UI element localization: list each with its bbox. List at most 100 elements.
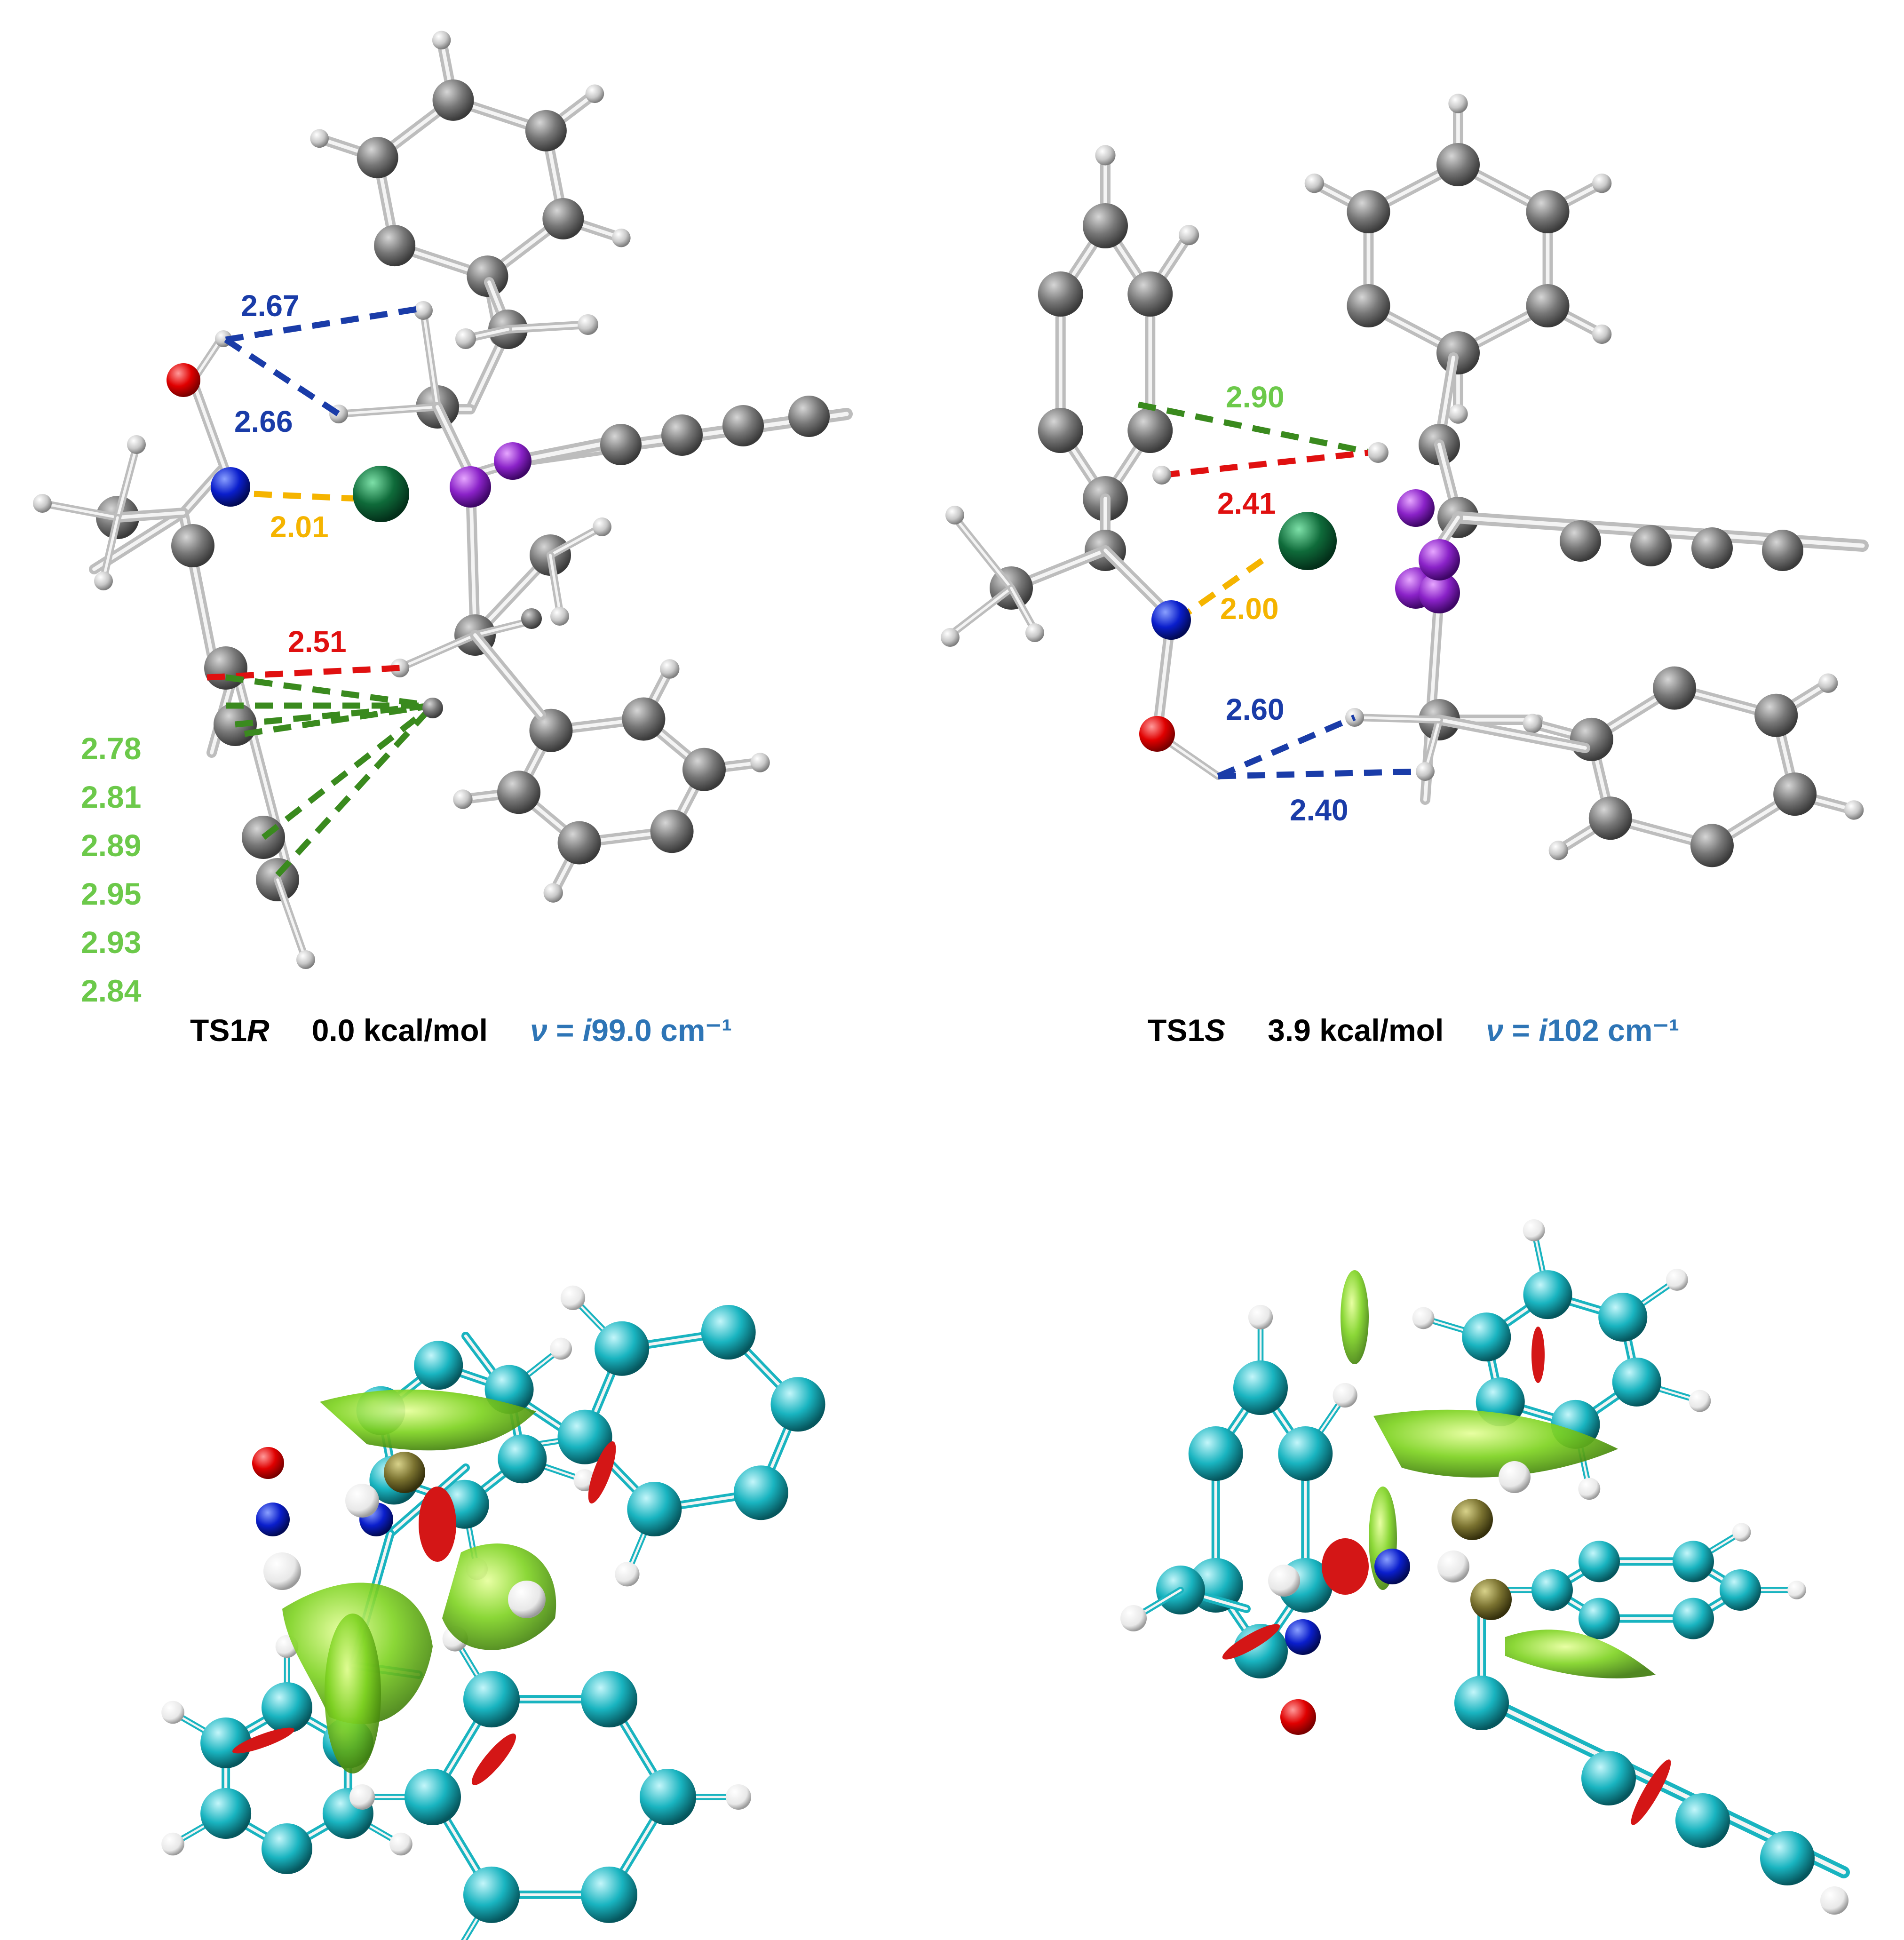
contact-dash (1161, 448, 1379, 478)
phosphorus-atom (1419, 539, 1460, 580)
hydrogen-atom (560, 1285, 586, 1310)
distance-label: 2.89 (81, 828, 142, 863)
hydrogen-atom (550, 607, 569, 626)
hydrogen-atom (1412, 1307, 1435, 1329)
ts-name: TS1 (190, 1013, 247, 1048)
hydrogen-atom (585, 84, 604, 103)
freq-value: 102 cm⁻¹ (1547, 1013, 1680, 1048)
distance-label: 2.41 (1217, 486, 1276, 520)
contact-dash (1217, 715, 1356, 779)
hydrogen-atom (612, 228, 631, 247)
ts1r-green-distance-list: 2.78 2.81 2.89 2.95 2.93 2.84 (81, 724, 141, 1015)
distance-label: 2.51 (288, 625, 347, 659)
hydrogen-atom (1248, 1304, 1273, 1330)
freq-symbol: ν (530, 1013, 547, 1048)
carbon-atom (1588, 796, 1632, 840)
hydrogen-atom (1592, 173, 1612, 193)
carbon-atom (1436, 143, 1480, 186)
contact-dash (1218, 768, 1421, 779)
carbon-atom (1526, 284, 1570, 327)
hydrogen-atom (1820, 1886, 1848, 1915)
hydrogen-atom (1368, 442, 1388, 463)
carbon-atom (1278, 1426, 1333, 1481)
carbon-atom (600, 424, 642, 465)
hydrogen-atom (127, 435, 146, 454)
carbon-atom (557, 821, 601, 865)
distance-label: 2.93 (81, 925, 142, 960)
carbon-atom (661, 414, 703, 456)
hydrogen-atom (263, 1552, 301, 1590)
hydrogen-atom (593, 517, 611, 536)
hydrogen-atom (1578, 1478, 1601, 1500)
bond-highlight (116, 445, 138, 519)
carbon-atom (204, 646, 247, 690)
carbon-atom (262, 1823, 312, 1874)
carbon-atom (1436, 331, 1480, 374)
hydrogen-atom (33, 494, 52, 513)
hydrogen-atom (1732, 1523, 1751, 1542)
hydrogen-atom (660, 659, 680, 679)
hydrogen-atom (726, 1784, 751, 1810)
hydrogen-atom (550, 1337, 572, 1360)
hydrogen-atom (1448, 94, 1468, 113)
carbon-atom (1653, 666, 1697, 710)
carbon-atom (770, 1377, 825, 1432)
nitrogen-atom (1374, 1549, 1410, 1584)
hydrogen-atom (543, 883, 563, 903)
bond-highlight (506, 323, 590, 331)
carbon-atom (1454, 1676, 1509, 1730)
hydrogen-atom (453, 789, 473, 809)
hydrogen-atom (1787, 1581, 1806, 1599)
nitrogen-atom (211, 467, 250, 507)
carbon-atom (1038, 408, 1083, 453)
hydrogen-atom (1333, 1383, 1357, 1408)
bond-highlight (1437, 718, 1587, 750)
freq-eq: = (1503, 1013, 1539, 1048)
hydrogen-atom (94, 572, 113, 590)
carbon-atom (650, 810, 694, 853)
hydrogen-atom (414, 301, 433, 320)
ts1s-distance-labels: 2.90 2.41 2.00 2.60 2.40 (1217, 380, 1349, 827)
freq-imag: i (582, 1013, 592, 1048)
oxygen-atom (1280, 1699, 1316, 1735)
carbon-atom (1598, 1293, 1648, 1342)
carbon-atom (622, 697, 666, 741)
nci-repulsive-disk (1631, 1759, 1671, 1825)
distance-label: 2.78 (81, 731, 142, 766)
bond-highlight (436, 405, 472, 477)
hydrogen-atom (1592, 324, 1612, 344)
contact-dash (235, 702, 433, 728)
ts1r-distance-labels: 2.67 2.66 2.01 2.51 (234, 289, 347, 659)
hydrogen-atom (1818, 673, 1838, 693)
hydrogen-atom (1523, 1219, 1545, 1241)
bond-highlight (191, 379, 232, 486)
hydrogen-atom (1448, 404, 1468, 424)
carbon-atom (1690, 824, 1734, 867)
hydrogen-atom (296, 950, 315, 969)
hydrogen-atom (345, 1484, 379, 1518)
nci-repulsive-disk (1222, 1624, 1280, 1660)
ts-energy: 0.0 kcal/mol (311, 1013, 488, 1048)
distance-label: 2.00 (1220, 592, 1279, 626)
carbon-atom (1673, 1541, 1714, 1582)
ts-name: TS1 (1148, 1013, 1205, 1048)
freq-imag: i (1539, 1013, 1547, 1048)
carbon-atom (581, 1671, 637, 1728)
nitrogen-atom (256, 1503, 290, 1536)
hydrogen-atom (432, 31, 451, 50)
bond-highlight (41, 502, 119, 519)
carbon-atom (640, 1769, 696, 1825)
bond-highlight (473, 633, 543, 717)
carbon-atom (1630, 525, 1672, 566)
nci-surface (442, 1543, 556, 1650)
carbon-atom (422, 698, 443, 718)
hydrogen-atom (1666, 1269, 1688, 1291)
phosphorus-atom (1419, 572, 1460, 613)
hydrogen-atom (1152, 466, 1171, 485)
oxygen-atom (167, 363, 200, 397)
bond-highlight (337, 405, 439, 415)
hydrogen-atom (1437, 1550, 1469, 1582)
nci-repulsive-disk (1322, 1538, 1369, 1595)
hydrogen-atom (161, 1832, 184, 1856)
